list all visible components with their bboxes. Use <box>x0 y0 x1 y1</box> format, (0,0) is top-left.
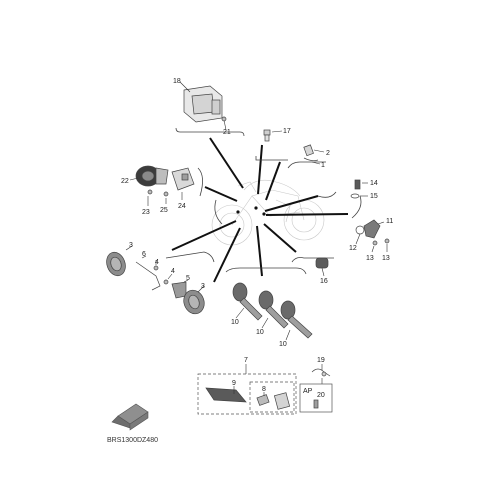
callout-22: 22 <box>121 178 129 185</box>
group-brackets <box>165 127 362 275</box>
callout-16: 16 <box>320 278 328 285</box>
horn-part <box>129 165 169 187</box>
callout-25: 25 <box>160 207 168 214</box>
motorcycle-outline <box>211 179 325 246</box>
harness-1-part <box>303 157 321 165</box>
callout-24: 24 <box>178 203 186 210</box>
sensor-11-part <box>355 219 390 253</box>
callout-13a: 13 <box>366 255 374 262</box>
callout-10a: 10 <box>231 319 239 326</box>
bolt-4-part <box>153 260 173 285</box>
callout-2: 2 <box>326 150 330 157</box>
callout-19: 19 <box>317 357 325 364</box>
ecu-bracket-part <box>179 81 227 131</box>
callout-13b: 13 <box>382 255 390 262</box>
callout-15: 15 <box>370 193 378 200</box>
callout-7: 7 <box>244 357 248 364</box>
callout-3a: 3 <box>129 242 133 249</box>
front-direction-arrow-icon <box>111 403 149 431</box>
callout-14: 14 <box>370 180 378 187</box>
kit-box-group <box>197 364 297 415</box>
ignition-coil-3 <box>280 300 313 341</box>
callout-12: 12 <box>349 245 357 252</box>
sensor-17-part <box>263 129 283 142</box>
ap-label: AP <box>303 388 313 395</box>
stay-6-part <box>135 255 161 291</box>
clip-15-part <box>350 193 368 199</box>
reflector-left-part <box>106 245 133 277</box>
callout-5: 5 <box>186 275 190 282</box>
ap-box-group <box>299 364 333 413</box>
callout-1: 1 <box>321 162 325 169</box>
callout-8: 8 <box>262 386 266 393</box>
ignition-coil-1 <box>232 282 263 321</box>
sensor-14-part <box>354 179 368 190</box>
callout-10c: 10 <box>279 341 287 348</box>
callout-numbers: 18 21 17 2 1 22 23 25 24 14 15 11 12 13 … <box>121 78 393 399</box>
diagram-code: BRS1300DZ480 <box>107 437 158 444</box>
callout-4a: 4 <box>155 259 159 266</box>
callout-17: 17 <box>283 128 291 135</box>
horn-bracket-part <box>147 167 195 206</box>
callout-9: 9 <box>232 380 236 387</box>
relay-16-part <box>315 257 329 277</box>
sensor-2-part <box>303 144 325 157</box>
callout-23: 23 <box>142 209 150 216</box>
callout-10b: 10 <box>256 329 264 336</box>
reflector-right-part <box>183 285 205 315</box>
callout-3b: 3 <box>201 283 205 290</box>
callout-6: 6 <box>142 251 146 258</box>
callout-21: 21 <box>223 129 231 136</box>
callout-4b: 4 <box>171 268 175 275</box>
callout-11: 11 <box>386 218 393 225</box>
callout-20: 20 <box>317 392 325 399</box>
callout-18: 18 <box>173 78 181 85</box>
ignition-coil-2 <box>258 290 289 329</box>
